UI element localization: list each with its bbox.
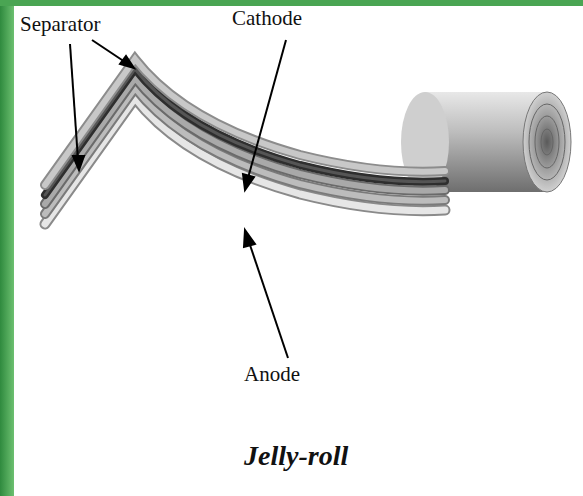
electrode-layers (45, 59, 445, 224)
caption: Jelly-roll (244, 440, 348, 472)
part-label: Anode (244, 362, 300, 387)
part-label: Separator (20, 12, 100, 37)
roll-spiral (529, 104, 565, 180)
roll-end (523, 92, 571, 192)
part-label: Cathode (232, 6, 302, 31)
leader-lines (70, 40, 288, 358)
top-band (0, 0, 583, 6)
roll-back (401, 92, 449, 192)
side-band (0, 0, 14, 496)
